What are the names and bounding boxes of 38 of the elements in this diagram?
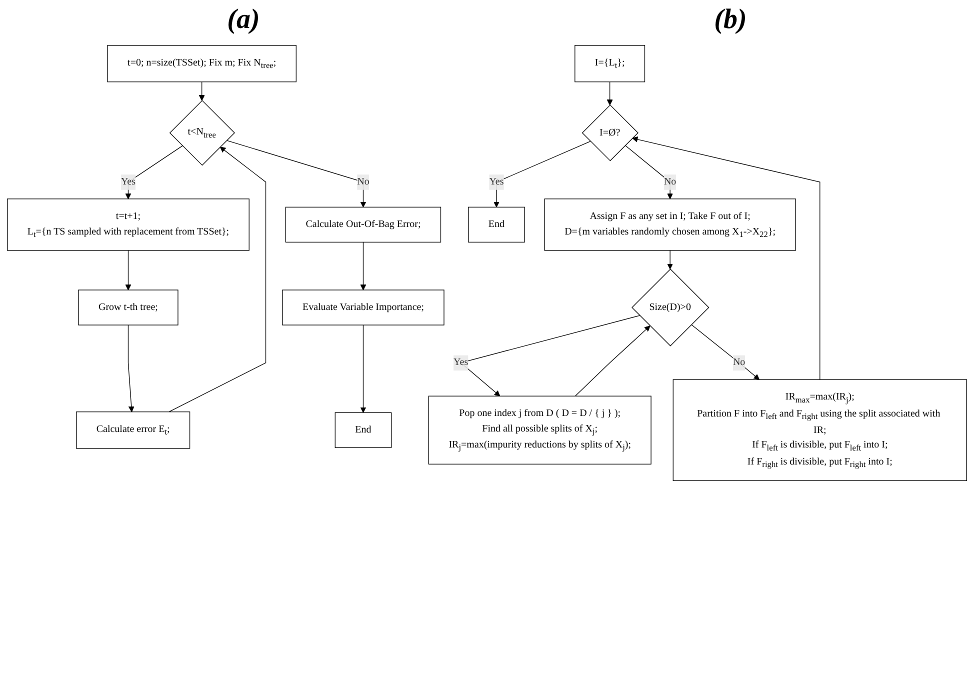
node-box: Evaluate Variable Importance;: [282, 290, 444, 326]
arrow: [168, 146, 266, 412]
node-box: Calculate error E$_{t}$;: [76, 412, 190, 449]
arrow: [198, 82, 205, 101]
panel-label: (a): [227, 4, 260, 36]
arrow: [667, 250, 673, 270]
edge-label: Yes: [489, 176, 504, 188]
arrow: [691, 324, 760, 380]
arrow: [226, 140, 366, 208]
arrow: [574, 326, 650, 396]
node-box: t=t+1; L$_{t}$={n TS sampled with replacement from TSSet};: [7, 198, 250, 251]
arrow: [128, 324, 134, 412]
arrow: [624, 145, 673, 200]
node-box: Grow t-th tree;: [78, 290, 178, 326]
node-diamond: t<N$_{tree}$: [169, 100, 235, 166]
panel-label: (b): [714, 4, 747, 36]
arrow: [494, 140, 591, 208]
edge-label: Yes: [454, 357, 468, 368]
edge-label: No: [357, 176, 370, 188]
node-box: Assign F as any set in I; Take F out of I; D={m variables randomly chosen among X$_{1}$->X$_{22}$};: [544, 198, 796, 251]
node-box: Pop one index j from D ( D = D / { j } ); Find all possible splits of X$_{j}$; IR$_{j}$=max(impurity reductions by splits of X$_{j}$);: [428, 396, 652, 464]
arrow: [606, 82, 613, 106]
arrow: [632, 136, 820, 380]
node-box: t=0; n=size(TSSet); Fix m; Fix N$_{tree}$;: [107, 45, 296, 82]
node-box: IR$_{max}$=max(IR$_{j}$); Partition F into F$_{left}$ and F$_{right}$ using the split associated with IR; If F$_{left}$ is divisible, put F$_{left}$ into I; If F$_{right}$ is divisible, put F$_{right}$ into I;: [672, 379, 967, 481]
arrow: [125, 250, 132, 290]
arrow: [360, 242, 366, 290]
node-diamond: Size(D)>0: [632, 268, 710, 346]
node-box: End: [334, 412, 392, 448]
node-box: Calculate Out-Of-Bag Error;: [285, 206, 442, 242]
node-box: I={L$_{t}$};: [574, 45, 646, 82]
node-box: End: [468, 206, 525, 242]
edge-label: No: [664, 176, 676, 188]
edge-label: No: [732, 357, 746, 368]
edge-label: Yes: [120, 176, 136, 188]
node-diamond: I=Ø?: [582, 104, 638, 162]
arrow: [360, 324, 366, 413]
arrow: [125, 146, 183, 200]
